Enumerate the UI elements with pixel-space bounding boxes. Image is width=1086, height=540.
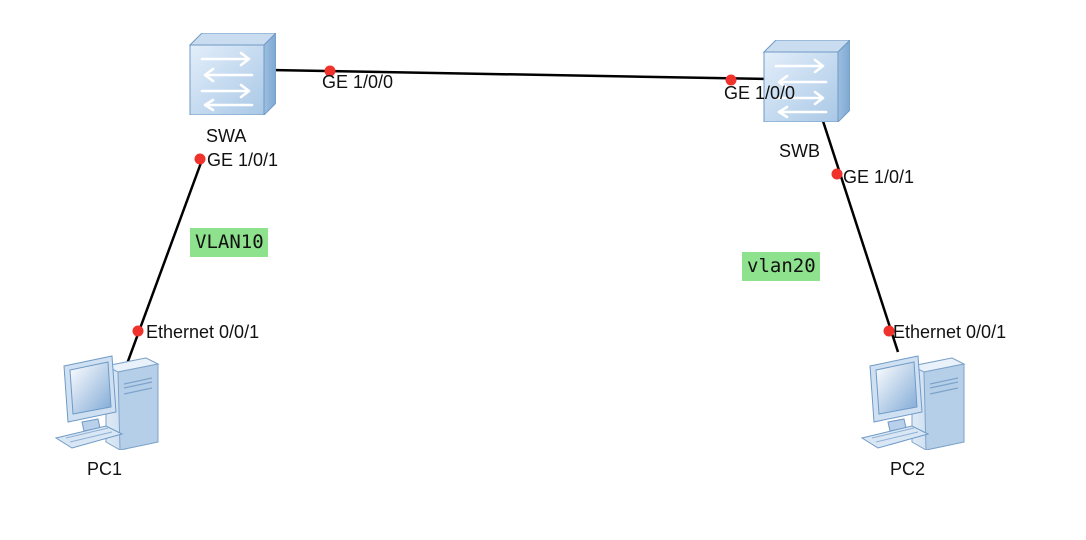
port-dot-swa-down[interactable]	[194, 153, 206, 165]
link-swa-swb	[269, 68, 769, 81]
pc-icon[interactable]	[861, 355, 965, 450]
vlan-tag-right: vlan20	[742, 252, 820, 281]
port-label-swa-down: GE 1/0/1	[207, 150, 279, 170]
port-label-swa-up: GE 1/0/0	[322, 72, 394, 92]
device-label-pc1: PC1	[87, 459, 123, 479]
vlan-tag-left: VLAN10	[190, 228, 268, 257]
link-swb-pc2	[820, 117, 900, 353]
links	[122, 68, 900, 373]
device-label-pc2: PC2	[890, 459, 926, 479]
port-label-swb-down: GE 1/0/1	[843, 167, 915, 187]
device-label-swb: SWB	[779, 141, 821, 161]
port-dots	[132, 65, 895, 337]
port-label-pc1: Ethernet 0/0/1	[146, 322, 260, 342]
switch-icon[interactable]	[188, 33, 276, 115]
device-label-swa: SWA	[206, 126, 247, 146]
port-dot-pc2[interactable]	[883, 325, 895, 337]
port-dot-swb-down[interactable]	[831, 168, 843, 180]
port-label-swb-up: GE 1/0/0	[724, 83, 796, 103]
port-dot-pc1[interactable]	[132, 325, 144, 337]
switch-icon[interactable]	[762, 40, 850, 122]
pc-icon[interactable]	[55, 355, 159, 450]
port-label-pc2: Ethernet 0/0/1	[893, 322, 1007, 342]
port-dot-swa-up[interactable]	[324, 65, 336, 77]
port-dot-swb-up[interactable]	[725, 74, 737, 86]
link-swa-pc1	[122, 159, 204, 373]
